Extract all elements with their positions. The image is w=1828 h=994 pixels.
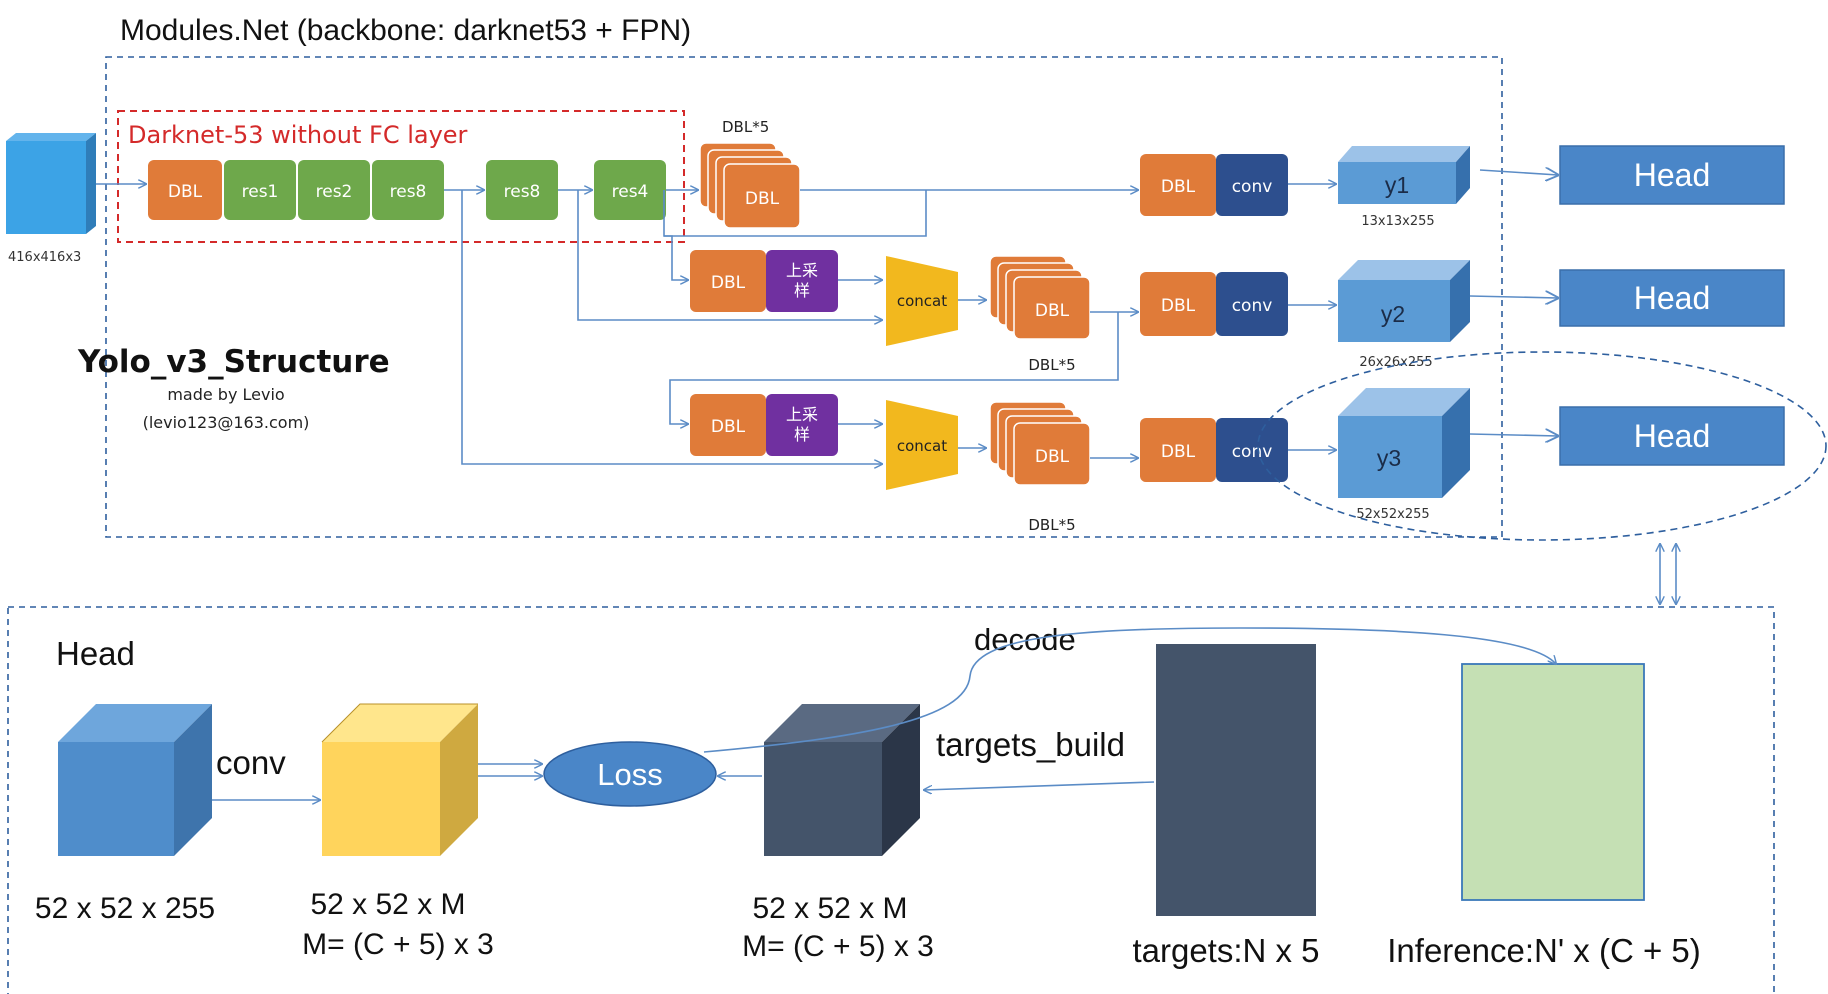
yellow-cube [321, 703, 478, 856]
dbl5-stack-3 [989, 401, 1091, 486]
head-panel-connectors [212, 627, 1556, 800]
res8b-label: res8 [504, 182, 541, 202]
row2-conv-box [1216, 272, 1288, 336]
structure-title: Yolo_v3_Structure [77, 344, 390, 380]
loss-ellipse [543, 741, 717, 807]
row2-dbl-box [690, 250, 766, 312]
row2-connectors [577, 190, 1558, 320]
backbone-dbl-box [148, 160, 222, 220]
row2-conv-label: conv [1232, 296, 1273, 316]
row3-connectors [461, 190, 1558, 464]
y1-label: y1 [1385, 172, 1409, 198]
y3-size-label: 52x52x255 [1356, 507, 1429, 522]
res2-box [298, 160, 370, 220]
row3-conv-label: conv [1232, 442, 1273, 462]
yellow-cube-label-1: 52 x 52 x M [310, 888, 465, 921]
targets-label: targets:N x 5 [1132, 932, 1319, 969]
dbl5-stack-3-label: DBL [1035, 447, 1070, 467]
blue-cube [58, 704, 212, 856]
head-box-3 [1559, 406, 1785, 466]
row1-conv-label: conv [1232, 177, 1273, 197]
res8b-box [486, 160, 558, 220]
dbl5-stack-2 [989, 255, 1091, 340]
head-box-3-label: Head [1634, 418, 1711, 454]
row3-dbl-box [690, 394, 766, 456]
res4-label: res4 [612, 182, 649, 202]
row1-dbl-label: DBL [1161, 177, 1196, 197]
row1-connectors [800, 170, 1558, 190]
dark-cube [764, 704, 920, 856]
email-label: (levio123@163.com) [143, 413, 310, 432]
input-cube [6, 133, 96, 234]
row1-dbl-box [1140, 154, 1216, 216]
panel-link-arrows [1660, 544, 1676, 604]
res1-label: res1 [242, 182, 279, 202]
y2-size-label: 26x26x255 [1359, 355, 1432, 370]
input-size-label: 416x416x3 [8, 250, 81, 265]
head-panel-title: Head [56, 635, 135, 672]
row3-dbl2-box [1140, 418, 1216, 482]
concat-2-label: concat [897, 437, 947, 455]
head-box-1 [1559, 145, 1785, 205]
dbl5-label-3: DBL*5 [1028, 516, 1075, 534]
head-box-2 [1559, 269, 1785, 327]
dbl5-label-1: DBL*5 [722, 118, 769, 136]
modules-net-title: Modules.Net (backbone: darknet53 + FPN) [120, 14, 691, 47]
row2-upsample-box [766, 250, 838, 312]
conv-label: conv [216, 744, 286, 781]
row2-upsample-label-2: 样 [794, 281, 810, 300]
targets-box [1156, 644, 1316, 916]
res2-label: res2 [316, 182, 353, 202]
row3-dbl2-label: DBL [1161, 442, 1196, 462]
concat-1-label: concat [897, 292, 947, 310]
loss-label: Loss [597, 757, 662, 792]
darknet53-label: Darknet-53 without FC layer [128, 121, 468, 149]
res8a-box [372, 160, 444, 220]
concat-trap-1 [886, 256, 958, 346]
dbl5-stack-1 [699, 142, 801, 229]
inference-label: Inference:N' x (C + 5) [1387, 932, 1701, 969]
y3-head-ellipse [1257, 351, 1827, 541]
row2-dbl-label: DBL [711, 273, 746, 293]
dark-cube-label-1: 52 x 52 x M [752, 892, 907, 925]
backbone-connectors [96, 184, 698, 190]
row2-dbl2-box [1140, 272, 1216, 336]
head-panel-border [7, 606, 1775, 994]
dark-cube-label-2: M= (C + 5) x 3 [742, 930, 934, 963]
made-by-label: made by Levio [167, 385, 284, 404]
row3-conv-box [1216, 418, 1288, 482]
y2-label: y2 [1381, 301, 1405, 327]
row3-upsample-label-2: 样 [794, 425, 810, 444]
decode-label: decode [974, 622, 1076, 657]
dbl5-stack-1-label: DBL [745, 189, 780, 209]
row3-upsample-label-1: 上采 [786, 405, 818, 424]
row2-dbl2-label: DBL [1161, 296, 1196, 316]
concat-trap-2 [886, 400, 958, 490]
targets-build-label: targets_build [936, 726, 1125, 763]
darknet53-border [117, 110, 685, 243]
dbl5-label-2: DBL*5 [1028, 356, 1075, 374]
res4-box [594, 160, 666, 220]
y2-cube [1338, 260, 1470, 342]
head-box-2-label: Head [1634, 280, 1711, 316]
row1-conv-box [1216, 154, 1288, 216]
dbl5-stack-2-label: DBL [1035, 301, 1070, 321]
yellow-cube-label-2: M= (C + 5) x 3 [302, 928, 494, 961]
y3-label: y3 [1377, 445, 1401, 471]
modules-net-border [105, 56, 1503, 538]
head-box-1-label: Head [1634, 157, 1711, 193]
res1-box [224, 160, 296, 220]
row3-upsample-box [766, 394, 838, 456]
row2-upsample-label-1: 上采 [786, 261, 818, 280]
row3-dbl-label: DBL [711, 417, 746, 437]
y3-cube [1338, 388, 1470, 498]
res8a-label: res8 [390, 182, 427, 202]
inference-box [1461, 663, 1645, 901]
blue-cube-label: 52 x 52 x 255 [35, 892, 215, 925]
backbone-dbl-label: DBL [168, 182, 203, 202]
y1-cube [1338, 146, 1470, 204]
y1-size-label: 13x13x255 [1361, 214, 1434, 229]
